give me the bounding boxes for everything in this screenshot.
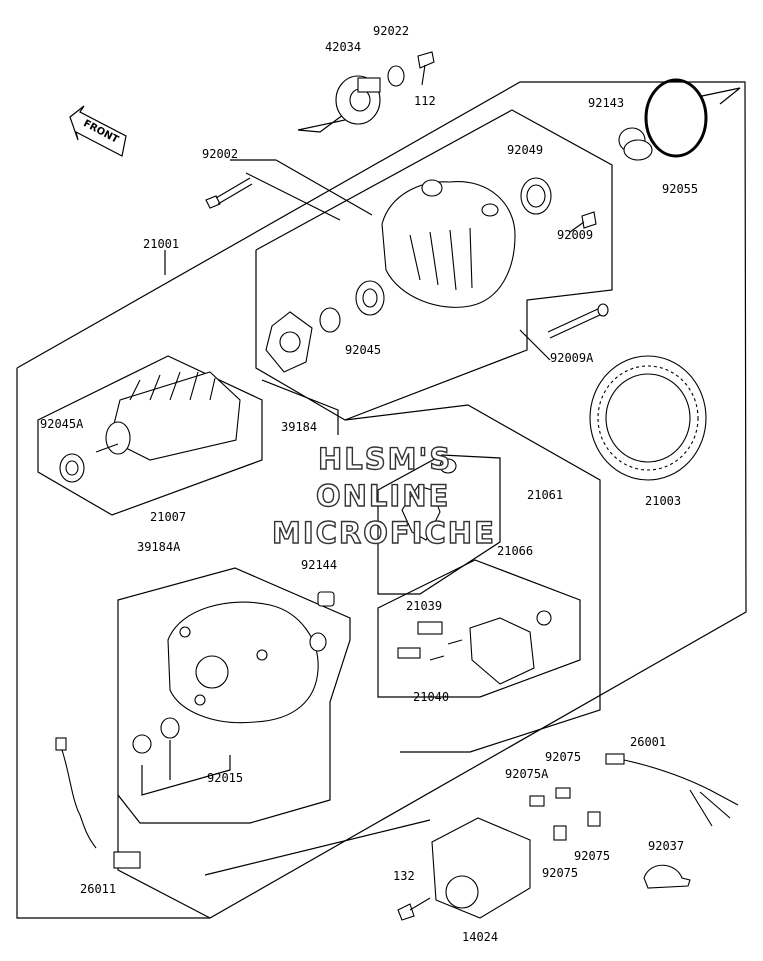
- cap-icon: [317, 591, 335, 607]
- part-label-92045: 92045: [345, 343, 382, 357]
- rear-housing-icon: [381, 179, 516, 308]
- regulator-group-box: [377, 559, 581, 698]
- gasket-icon: [265, 311, 313, 373]
- part-label-92143: 92143: [588, 96, 625, 110]
- part-label-92015: 92015: [207, 771, 244, 785]
- seal-icon: [520, 177, 552, 215]
- brush-holder-group-box: [377, 454, 501, 595]
- terminal-icon: [55, 737, 141, 869]
- washer-icon: [387, 65, 405, 87]
- part-label-39184A: 39184A: [137, 540, 181, 554]
- stator-icon: [589, 355, 707, 481]
- part-label-92075A: 92075A: [505, 767, 549, 781]
- pulley-icon: [335, 75, 381, 125]
- o-ring-icon: [644, 78, 708, 158]
- part-label-92045A: 92045A: [40, 417, 84, 431]
- part-label-21040: 21040: [413, 690, 450, 704]
- pad-icon: [529, 795, 545, 807]
- rear-housing-group-box: [255, 109, 613, 421]
- part-label-21061: 21061: [527, 488, 564, 502]
- part-label-92055: 92055: [662, 182, 699, 196]
- part-label-92049: 92049: [507, 143, 544, 157]
- part-label-92002: 92002: [202, 147, 239, 161]
- part-label-112: 112: [414, 94, 436, 108]
- part-label-26001: 26001: [630, 735, 667, 749]
- part-label-26011: 26011: [80, 882, 117, 896]
- rotor-icon: [95, 371, 241, 461]
- part-label-21001: 21001: [143, 237, 180, 251]
- part-label-92037: 92037: [648, 839, 685, 853]
- bolt-icon: [397, 897, 431, 921]
- clamp-icon: [643, 864, 691, 889]
- part-label-92009: 92009: [557, 228, 594, 242]
- cover-icon: [431, 817, 531, 919]
- watermark-line-3: MICROFICHE: [271, 516, 496, 550]
- screw-icon: [569, 211, 597, 233]
- part-label-132: 132: [393, 869, 415, 883]
- part-label-92009A: 92009A: [550, 351, 594, 365]
- part-label-92075-right: 92075: [574, 849, 611, 863]
- rotor-group-box: [37, 355, 263, 516]
- part-label-14024: 14024: [462, 930, 499, 944]
- regulator-icon: [397, 610, 552, 685]
- bearing-icon: [59, 453, 85, 483]
- nut-icon: [417, 51, 435, 86]
- long-bolt-icon: [547, 303, 609, 339]
- part-label-21039: 21039: [406, 599, 443, 613]
- part-label-92144: 92144: [301, 558, 338, 572]
- part-label-21003: 21003: [645, 494, 682, 508]
- wiring-harness-icon: [605, 753, 739, 827]
- bushing-icon: [618, 127, 653, 161]
- assembly-frame-outline: [16, 81, 747, 919]
- front-housing-icon: [167, 601, 319, 724]
- bolt-icon: [205, 177, 253, 209]
- part-label-42034: 42034: [325, 40, 362, 54]
- front-arrow-icon: [69, 105, 127, 157]
- part-label-92075-top: 92075: [545, 750, 582, 764]
- part-label-92075-bottom: 92075: [542, 866, 579, 880]
- bearing-icon: [319, 280, 385, 333]
- part-label-92022: 92022: [373, 24, 410, 38]
- part-label-39184: 39184: [281, 420, 318, 434]
- part-label-21007: 21007: [150, 510, 187, 524]
- part-label-21066: 21066: [497, 544, 534, 558]
- watermark-line-2: ONLINE: [315, 479, 451, 513]
- front-housing-group-box: [117, 567, 351, 824]
- brush-holder-icon: [401, 458, 457, 541]
- watermark-line-1: HLSM'S: [317, 442, 453, 476]
